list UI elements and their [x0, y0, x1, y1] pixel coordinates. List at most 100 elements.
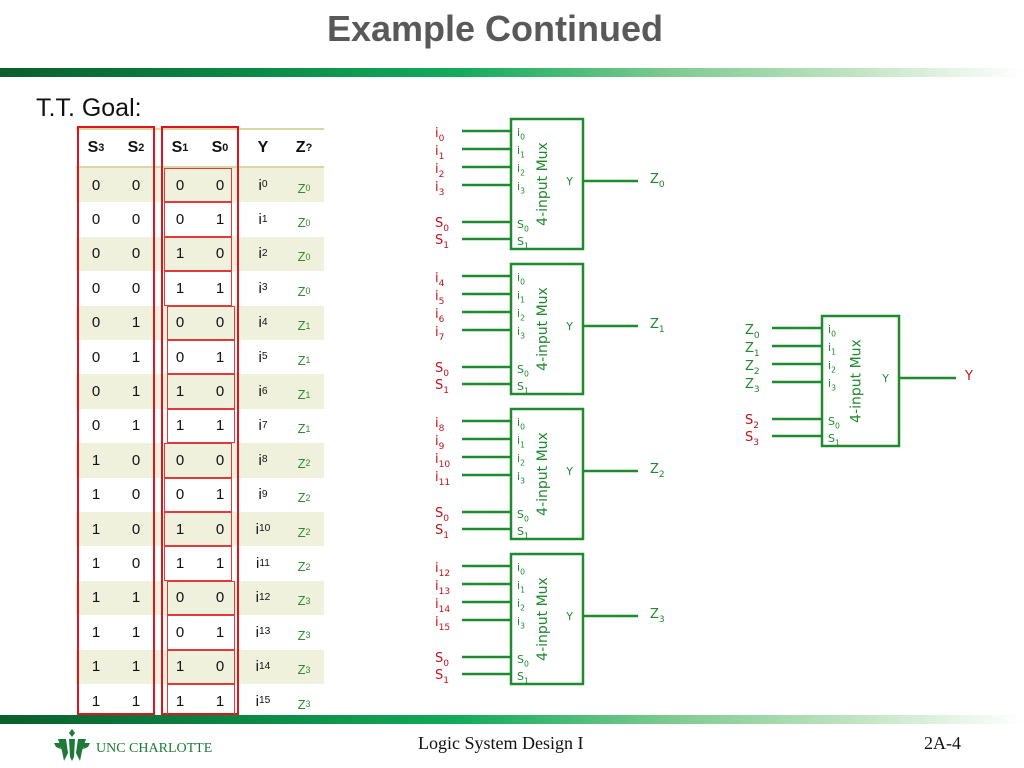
mux-box-label: 4-input Mux — [849, 339, 865, 423]
z-value-base: Z — [297, 559, 306, 575]
input-signal-label: i2 — [435, 162, 444, 180]
cell-s3: 0 — [91, 245, 101, 263]
y-value-base: i — [258, 451, 262, 469]
input-signal-label: Z1 — [745, 341, 760, 359]
header-base: Y — [257, 139, 269, 156]
logo-text: UNC CHARLOTTE — [96, 741, 212, 756]
s1-s0-row-box — [164, 546, 232, 581]
y-value-base: i — [255, 589, 259, 607]
output-pin-label: Y — [565, 610, 573, 623]
cell-s0: 0 — [215, 245, 225, 263]
input-signal-label: i15 — [435, 615, 450, 633]
s1-s0-row-box — [167, 340, 235, 375]
pin-label: S1 — [517, 380, 529, 395]
input-signal-label: i1 — [435, 144, 444, 162]
cell-s1: 0 — [175, 314, 185, 332]
cell-s2: 0 — [131, 486, 141, 504]
cell-s0: 1 — [215, 623, 225, 641]
column-header: Y — [242, 130, 284, 166]
s1-s0-row-box — [164, 512, 232, 547]
mux-box-label: 4-input Mux — [535, 577, 551, 661]
header-base: S — [211, 139, 223, 156]
select-signal-label: S0 — [435, 651, 449, 669]
cell-s0: 0 — [215, 451, 225, 469]
select-signal-label: S1 — [435, 233, 449, 251]
cell-s2: 1 — [131, 383, 141, 401]
z-value-base: Z — [297, 318, 306, 334]
s3-s2-highlight-box — [77, 126, 155, 716]
pin-label: i0 — [517, 126, 525, 141]
y-value-base: i — [255, 520, 259, 538]
input-signal-label: i12 — [435, 561, 450, 579]
pin-label: i1 — [517, 144, 525, 159]
cell-s1: 0 — [175, 176, 185, 194]
z-value-base: Z — [297, 627, 306, 643]
pin-label: i3 — [517, 180, 525, 195]
y-value-base: i — [258, 486, 262, 504]
z-value-base: Z — [297, 524, 306, 540]
select-signal-label: S0 — [435, 506, 449, 524]
input-signal-label: i7 — [435, 325, 445, 343]
cell-s1: 1 — [175, 279, 185, 297]
mux-box — [509, 552, 585, 686]
s1-s0-row-box — [167, 305, 235, 340]
header-base: S — [127, 139, 139, 156]
input-signal-label: Z2 — [745, 359, 760, 377]
cell-s0: 1 — [215, 692, 225, 710]
cell-s0: 0 — [215, 383, 225, 401]
pin-label: i2 — [517, 452, 525, 467]
pin-label: i0 — [517, 271, 525, 286]
select-signal-label: S1 — [435, 668, 449, 686]
pin-label: i2 — [517, 597, 525, 612]
s1-s0-row-box — [164, 477, 232, 512]
z-value-base: Z — [297, 180, 306, 196]
y-value-base: i — [258, 211, 262, 229]
pin-label: i1 — [517, 289, 525, 304]
pin-label: i1 — [828, 341, 836, 356]
cell-s2: 1 — [131, 348, 141, 366]
cell-s1: 0 — [175, 348, 185, 366]
pin-label: i0 — [517, 561, 525, 576]
pin-label: i2 — [828, 359, 836, 374]
cell-s3: 1 — [91, 451, 101, 469]
cell-s1: 1 — [175, 383, 185, 401]
cell-s3: 1 — [91, 520, 101, 538]
z-value-base: Z — [297, 283, 306, 299]
s1-s0-row-box — [167, 580, 235, 616]
y-value-base: i — [258, 279, 262, 297]
mux-box — [509, 117, 585, 251]
cell-s0: 0 — [215, 658, 225, 676]
cell-s1: 1 — [175, 658, 185, 676]
y-value-base: i — [255, 623, 259, 641]
cell-s0: 1 — [215, 348, 225, 366]
cell-s0: 0 — [215, 314, 225, 332]
pin-label: S1 — [828, 432, 840, 447]
slide-subtitle: T.T. Goal: — [36, 94, 142, 122]
s1-s0-row-box — [164, 168, 232, 203]
cell-s1: 1 — [175, 245, 185, 263]
